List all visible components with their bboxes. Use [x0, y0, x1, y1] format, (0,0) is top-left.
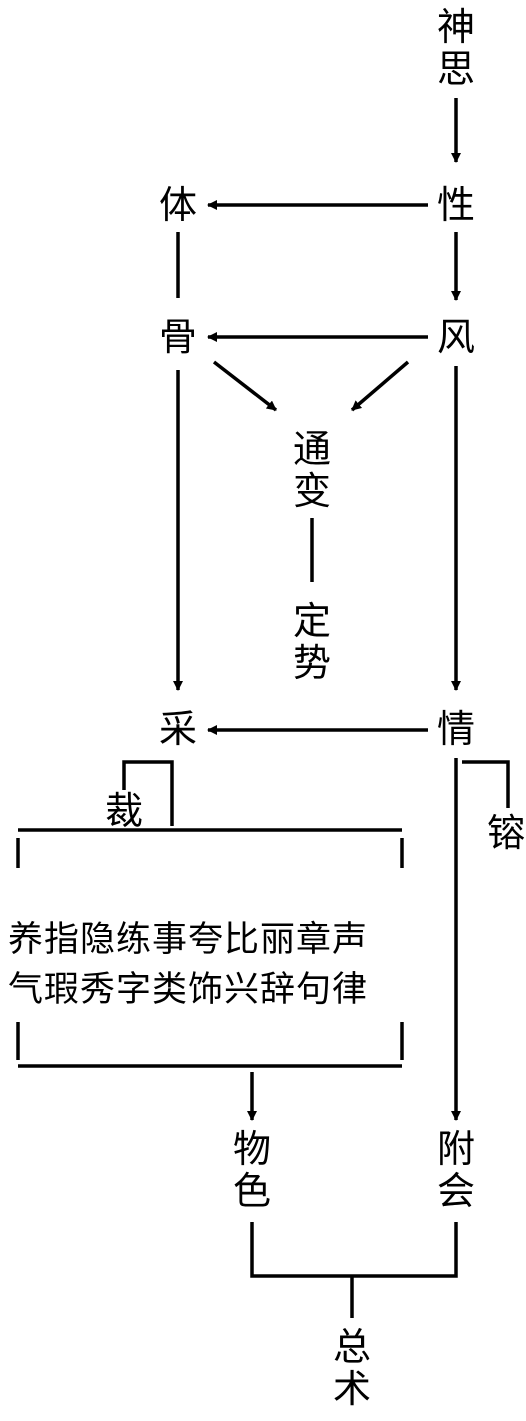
- node-rong: 镕: [486, 811, 525, 855]
- node-tongbian: 通变: [292, 427, 331, 513]
- node-cai: 采: [158, 707, 197, 751]
- arrow-gu-tongbian: [212, 360, 278, 412]
- node-qing: 情: [436, 707, 475, 751]
- node-shensi: 神思: [436, 5, 475, 91]
- node-gu: 骨: [158, 315, 197, 359]
- arrow-feng-tongbian: [350, 360, 410, 412]
- node-feng: 风: [436, 315, 475, 359]
- node-cai2: 裁: [104, 789, 143, 833]
- node-fuhui: 附会: [436, 1127, 475, 1213]
- merge-wuse-fuhui: [250, 1222, 458, 1278]
- node-wuse: 物色: [232, 1127, 271, 1213]
- node-zongshu: 总术: [332, 1325, 371, 1411]
- node-ti: 体: [158, 183, 197, 227]
- box-row-2: 气瑕秀字类饰兴辞句律: [8, 970, 369, 1010]
- bracket-cai-cai2: [122, 760, 174, 826]
- node-dingshi: 定势: [292, 599, 331, 685]
- bracket-qing-rong: [462, 760, 510, 808]
- node-xing: 性: [436, 183, 475, 227]
- box-row-1: 养指隐练事夸比丽章声: [8, 920, 369, 960]
